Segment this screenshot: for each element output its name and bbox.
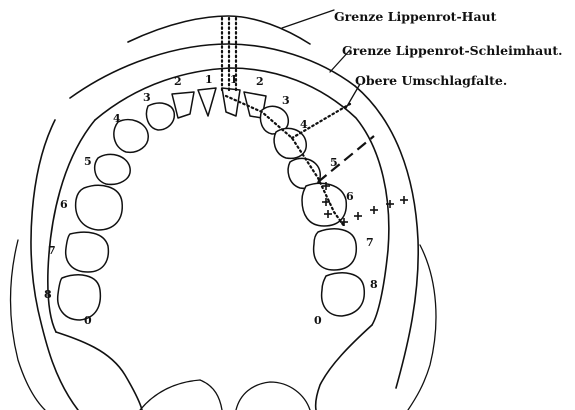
left-tooth-7 xyxy=(66,232,109,272)
right-tooth-number-7: 7 xyxy=(366,236,374,249)
left-tooth-number-5: 5 xyxy=(84,155,92,168)
label-upper-fold: Obere Umschlagfalte. xyxy=(355,73,507,88)
left-tooth-2 xyxy=(172,92,194,118)
left-tooth-5 xyxy=(95,154,130,184)
right-tooth-number-2: 2 xyxy=(256,75,264,88)
label-skin-border: Grenze Lippenrot-Haut xyxy=(334,9,497,24)
left-tooth-number-4: 4 xyxy=(113,112,121,125)
right-tooth-number-8: 8 xyxy=(370,278,378,291)
left-marker-0: 0 xyxy=(84,314,92,327)
left-tooth-number-7: 7 xyxy=(48,244,56,257)
right-marker-0: 0 xyxy=(314,314,322,327)
left-tooth-8 xyxy=(58,275,101,320)
right-tooth-number-5: 5 xyxy=(330,156,338,169)
dashed-line xyxy=(318,136,374,182)
throat-center-shape xyxy=(200,380,222,410)
throat-right-shape xyxy=(236,382,310,410)
palate-right-base xyxy=(316,325,372,410)
leader-skin-border xyxy=(282,10,334,28)
palate-left-base xyxy=(56,332,142,410)
left-tooth-number-1: 1 xyxy=(205,73,213,86)
right-tooth-1 xyxy=(222,88,240,116)
left-tooth-1 xyxy=(198,88,216,116)
right-tooth-number-6: 6 xyxy=(346,190,354,203)
right-cheek-line xyxy=(408,245,436,410)
left-tooth-3 xyxy=(146,103,174,130)
left-cheek-line xyxy=(11,240,46,410)
right-tooth-number-4: 4 xyxy=(300,118,308,131)
right-tooth-8 xyxy=(322,273,365,316)
left-tooth-number-8: 8 xyxy=(44,288,52,301)
left-tooth-number-3: 3 xyxy=(143,91,151,104)
right-tooth-number-1: 1 xyxy=(230,73,238,86)
throat-left-shape xyxy=(140,380,200,410)
left-tooth-number-6: 6 xyxy=(60,198,68,211)
right-tooth-number-3: 3 xyxy=(282,94,290,107)
right-tooth-7 xyxy=(314,229,357,270)
left-tooth-number-2: 2 xyxy=(174,75,182,88)
label-mucosa-border: Grenze Lippenrot-Schleimhaut. xyxy=(342,43,562,58)
left-tooth-6 xyxy=(76,185,123,230)
lip-skin-border-line xyxy=(128,16,310,44)
